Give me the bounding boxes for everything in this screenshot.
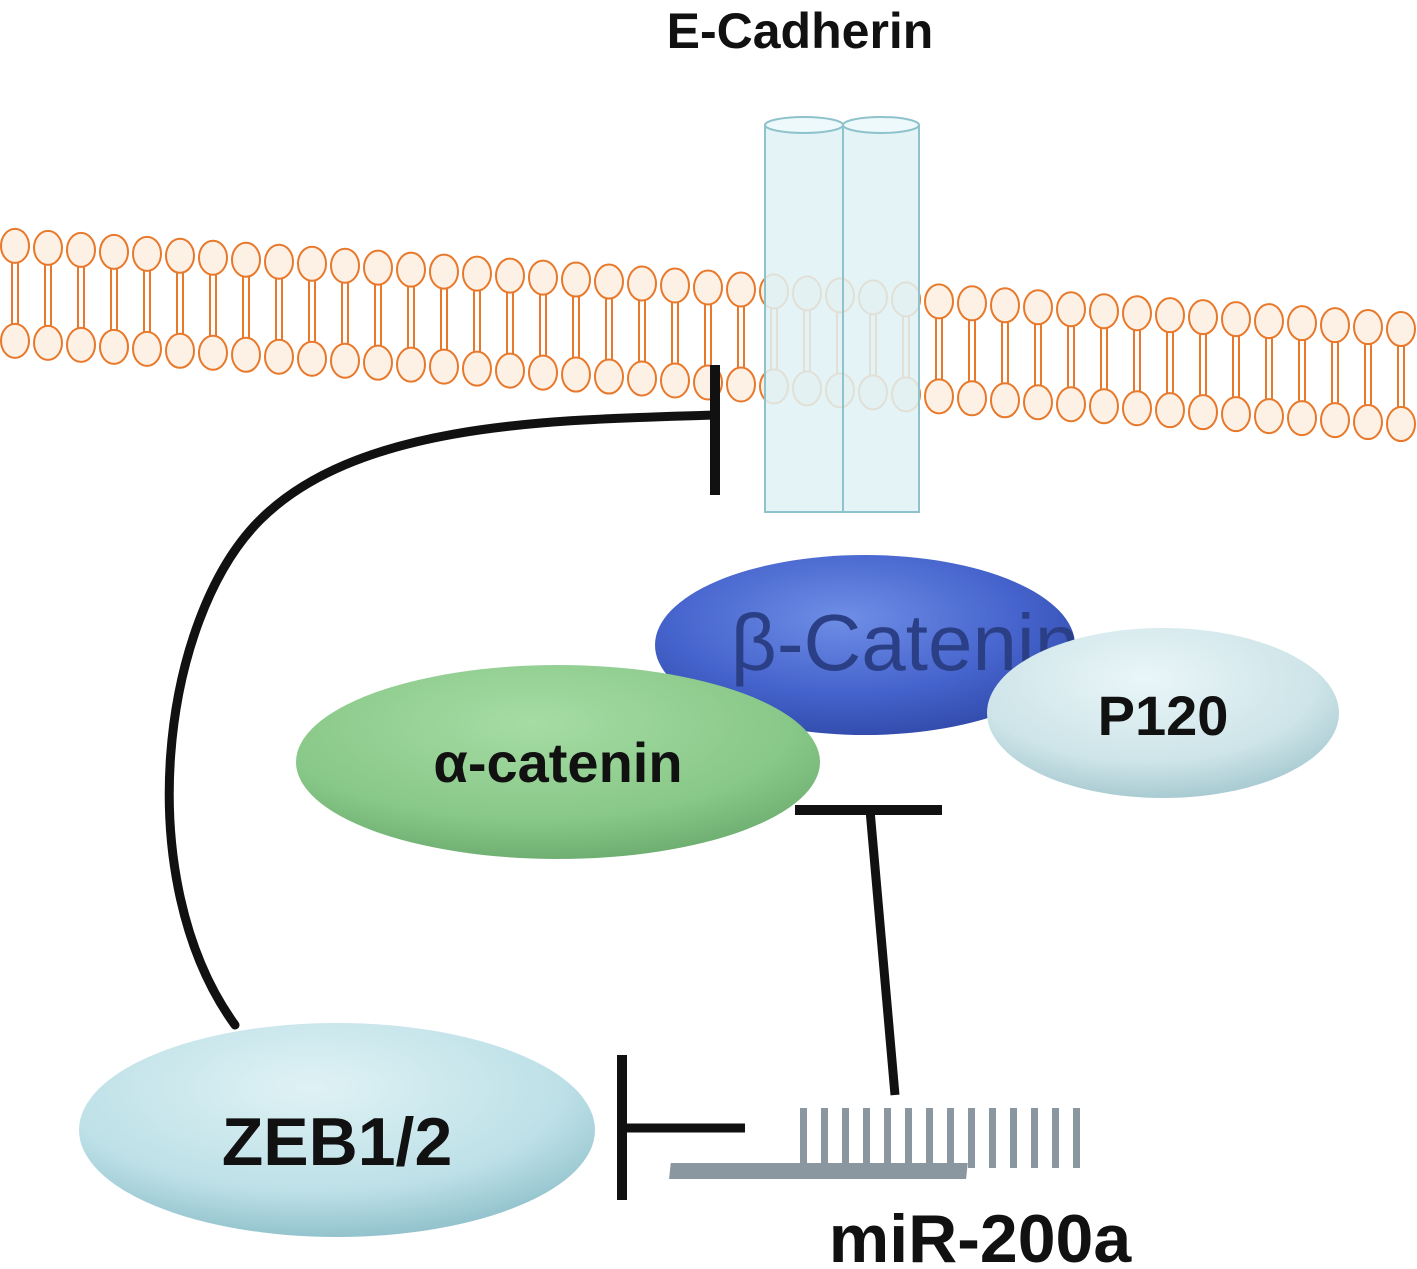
e-cadherin-label: E-Cadherin	[667, 3, 934, 59]
lipid-molecule	[1353, 309, 1383, 441]
lipid-molecule	[1320, 307, 1350, 439]
lipid-molecule	[165, 237, 195, 369]
lipid-molecule	[726, 271, 756, 403]
lipid-molecule	[1254, 303, 1284, 435]
lipid-molecule	[462, 255, 492, 387]
lipid-molecule	[1122, 295, 1152, 427]
lipid-molecule	[363, 249, 393, 381]
lipid-molecule	[99, 233, 129, 365]
lipid-molecule	[1221, 301, 1251, 433]
zeb-node: ZEB1/2	[79, 1023, 595, 1237]
lipid-molecule	[330, 247, 360, 379]
zeb-label: ZEB1/2	[222, 1104, 453, 1180]
lipid-molecule	[924, 283, 954, 415]
lipid-molecule	[594, 263, 624, 395]
lipid-molecule	[1023, 289, 1053, 421]
lipid-molecule	[264, 243, 294, 375]
lipid-molecule	[0, 227, 30, 359]
lipid-molecule	[429, 253, 459, 385]
lipid-molecule	[33, 229, 63, 361]
e-cadherin-protein	[764, 116, 920, 513]
lipid-molecule	[990, 287, 1020, 419]
lipid-molecule	[957, 285, 987, 417]
lipid-molecule	[1155, 297, 1185, 429]
lipid-molecule	[1188, 299, 1218, 431]
lipid-molecule	[495, 257, 525, 389]
alpha-catenin-node: α-catenin	[296, 665, 820, 859]
lipid-molecule	[660, 267, 690, 399]
lipid-molecule	[396, 251, 426, 383]
lipid-molecule	[1089, 293, 1119, 425]
lipid-molecule	[297, 245, 327, 377]
lipid-molecule	[132, 235, 162, 367]
p120-node: P120	[987, 628, 1339, 798]
lipid-molecule	[1287, 305, 1317, 437]
mir-to-alpha-catenin-inhibition-line	[865, 809, 900, 1096]
lipid-bilayer-membrane	[0, 227, 1416, 443]
lipid-molecule	[231, 241, 261, 373]
lipid-molecule	[198, 239, 228, 371]
alpha-catenin-label: α-catenin	[433, 731, 682, 794]
lipid-molecule	[1386, 311, 1416, 443]
lipid-molecule	[66, 231, 96, 363]
lipid-molecule	[561, 261, 591, 393]
zeb-to-ecadherin-inhibition-line	[164, 410, 720, 1030]
lipid-molecule	[528, 259, 558, 391]
mir-200a-label: miR-200a	[829, 1201, 1133, 1269]
mirna-hairpin-icon	[669, 1108, 1080, 1179]
lipid-molecule	[627, 265, 657, 397]
p120-label: P120	[1098, 684, 1229, 747]
lipid-molecule	[1056, 291, 1086, 423]
